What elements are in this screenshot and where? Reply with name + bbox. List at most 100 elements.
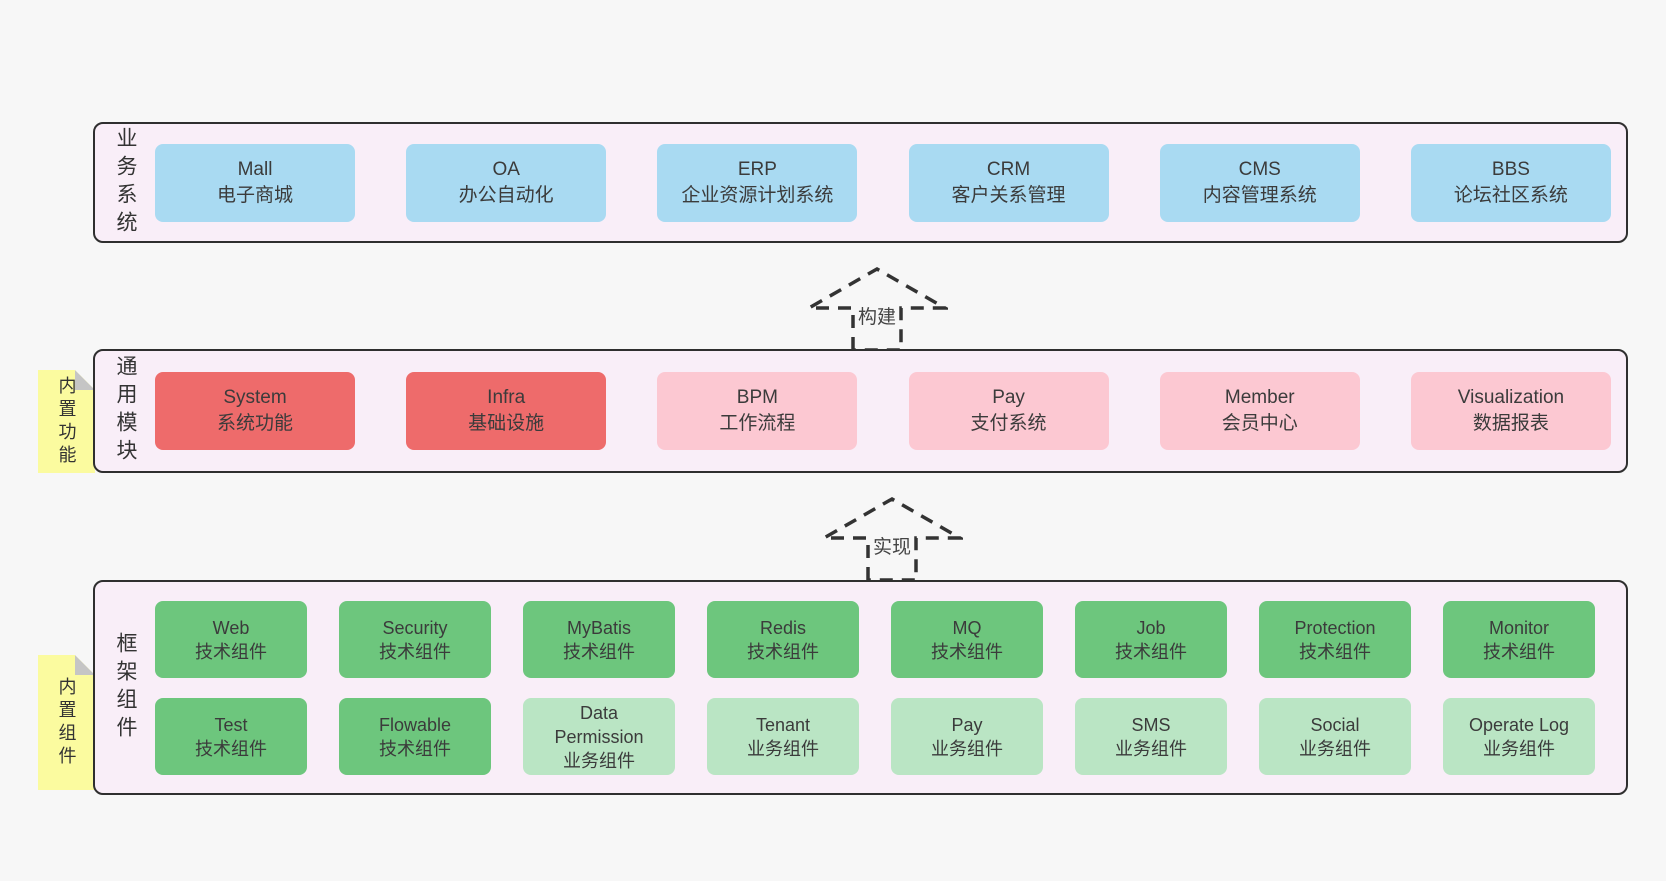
- box-data-permission: Data Permission 业务组件: [523, 698, 675, 775]
- box-mall: Mall 电子商城: [155, 143, 355, 222]
- box-title: MyBatis: [566, 617, 631, 638]
- box-subtitle: 技术组件: [747, 641, 819, 662]
- box-title: CRM: [986, 158, 1031, 180]
- box-crm: CRM 客户关系管理: [908, 143, 1109, 222]
- box-subtitle: 支付系统: [970, 413, 1047, 434]
- box-erp: ERP 企业资源计划系统: [657, 143, 858, 222]
- box-title: Tenant: [755, 714, 811, 735]
- box-oa: OA 办公自动化: [406, 143, 607, 222]
- box-visualization: Visualization 数据报表: [1410, 372, 1611, 450]
- box-subtitle: 业务组件: [931, 738, 1003, 759]
- box-subtitle: 技术组件: [1299, 641, 1371, 662]
- note-text: 内置功能: [56, 375, 77, 468]
- box-subtitle: 技术组件: [379, 641, 451, 662]
- box-job: Job 技术组件: [1075, 601, 1227, 678]
- panel-framework-components: 框架组件 Web 技术组件 Security 技术组件 MyBatis 技术组件…: [93, 580, 1628, 795]
- box-web: Web 技术组件: [155, 601, 307, 678]
- note-text: 内置组件: [56, 676, 77, 769]
- box-subtitle: 数据报表: [1472, 413, 1549, 434]
- up-arrow-icon: [821, 496, 963, 580]
- box-sms: SMS 业务组件: [1075, 698, 1227, 775]
- box-security: Security 技术组件: [339, 601, 491, 678]
- box-title: Web: [212, 617, 250, 638]
- box-subtitle: 技术组件: [1483, 641, 1555, 662]
- box-subtitle: 技术组件: [931, 641, 1003, 662]
- up-arrow-icon: [806, 266, 948, 350]
- box-protection: Protection 技术组件: [1259, 601, 1411, 678]
- box-subtitle: 技术组件: [379, 738, 451, 759]
- box-title: Operate Log: [1468, 714, 1570, 735]
- box-tenant: Tenant 业务组件: [707, 698, 859, 775]
- note-fold-icon: [75, 370, 95, 390]
- box-title: BBS: [1491, 158, 1530, 180]
- components-grid: Web 技术组件 Security 技术组件 MyBatis 技术组件 Redi…: [155, 582, 1626, 793]
- box-title: Redis: [759, 617, 807, 638]
- box-title: Infra: [487, 387, 526, 408]
- box-subtitle: 论坛社区系统: [1453, 184, 1568, 206]
- box-title: System: [223, 387, 287, 408]
- build-arrow: 构建: [806, 266, 948, 350]
- box-test: Test 技术组件: [155, 698, 307, 775]
- box-subtitle: 基础设施: [468, 413, 545, 434]
- box-redis: Redis 技术组件: [707, 601, 859, 678]
- box-subtitle: 工作流程: [719, 413, 796, 434]
- box-title: Visualization: [1457, 387, 1565, 408]
- section-label-common-modules: 通用模块: [114, 355, 137, 467]
- box-title: Job: [1136, 617, 1166, 638]
- box-mybatis: MyBatis 技术组件: [523, 601, 675, 678]
- sticky-note-built-in-components: 内置组件: [38, 655, 95, 790]
- box-monitor: Monitor 技术组件: [1443, 601, 1595, 678]
- box-subtitle: 系统功能: [216, 413, 293, 434]
- box-infra: Infra 基础设施: [406, 372, 607, 450]
- box-title: OA: [492, 158, 520, 180]
- box-cms: CMS 内容管理系统: [1159, 143, 1360, 222]
- box-social: Social 业务组件: [1259, 698, 1411, 775]
- box-flowable: Flowable 技术组件: [339, 698, 491, 775]
- box-subtitle: 技术组件: [195, 641, 267, 662]
- box-title: Test: [214, 714, 248, 735]
- box-title: Mall: [237, 158, 273, 180]
- box-title: MQ: [952, 617, 982, 638]
- box-subtitle: 企业资源计划系统: [681, 184, 834, 206]
- box-title: Member: [1224, 387, 1295, 408]
- panel-business-systems: 业务系统 Mall 电子商城 OA 办公自动化 ERP 企业资源计划系统 CRM…: [93, 122, 1628, 243]
- box-subtitle: 会员中心: [1221, 413, 1298, 434]
- box-pay: Pay 支付系统: [908, 372, 1109, 450]
- box-operate-log: Operate Log 业务组件: [1443, 698, 1595, 775]
- box-subtitle: 业务组件: [1483, 738, 1555, 759]
- box-title: Security: [382, 617, 448, 638]
- arrow-label: 实现: [869, 532, 915, 559]
- box-subtitle: 业务组件: [747, 738, 819, 759]
- box-system: System 系统功能: [155, 372, 355, 450]
- note-fold-icon: [75, 655, 95, 675]
- box-subtitle: 技术组件: [195, 738, 267, 759]
- box-title: Social: [1310, 714, 1360, 735]
- box-bpm: BPM 工作流程: [657, 372, 858, 450]
- section-label-framework-components: 框架组件: [114, 631, 137, 744]
- box-pay-business: Pay 业务组件: [891, 698, 1043, 775]
- implement-arrow: 实现: [821, 496, 963, 580]
- panel-common-modules: 通用模块 System 系统功能 Infra 基础设施 BPM 工作流程 Pay…: [93, 349, 1628, 473]
- box-subtitle: 业务组件: [1115, 738, 1187, 759]
- box-subtitle: 电子商城: [216, 184, 293, 206]
- box-title: Monitor: [1488, 617, 1550, 638]
- box-mq: MQ 技术组件: [891, 601, 1043, 678]
- box-title: SMS: [1131, 714, 1171, 735]
- arrow-label: 构建: [854, 302, 900, 329]
- box-subtitle: 办公自动化: [458, 184, 554, 206]
- box-title: Flowable: [378, 714, 452, 735]
- box-subtitle: 业务组件: [563, 750, 635, 771]
- box-subtitle: 内容管理系统: [1202, 184, 1317, 206]
- business-boxes-row: Mall 电子商城 OA 办公自动化 ERP 企业资源计划系统 CRM 客户关系…: [155, 124, 1626, 241]
- box-title: Protection: [1294, 617, 1376, 638]
- box-subtitle: 技术组件: [1115, 641, 1187, 662]
- box-bbs: BBS 论坛社区系统: [1410, 143, 1611, 222]
- box-subtitle: 技术组件: [563, 641, 635, 662]
- box-title: Pay: [992, 387, 1025, 408]
- box-title: BPM: [736, 387, 778, 408]
- box-title: Data Permission: [554, 702, 644, 747]
- box-title: Pay: [951, 714, 983, 735]
- box-subtitle: 客户关系管理: [951, 184, 1066, 206]
- modules-boxes-row: System 系统功能 Infra 基础设施 BPM 工作流程 Pay 支付系统…: [155, 351, 1626, 471]
- sticky-note-built-in-functions: 内置功能: [38, 370, 95, 473]
